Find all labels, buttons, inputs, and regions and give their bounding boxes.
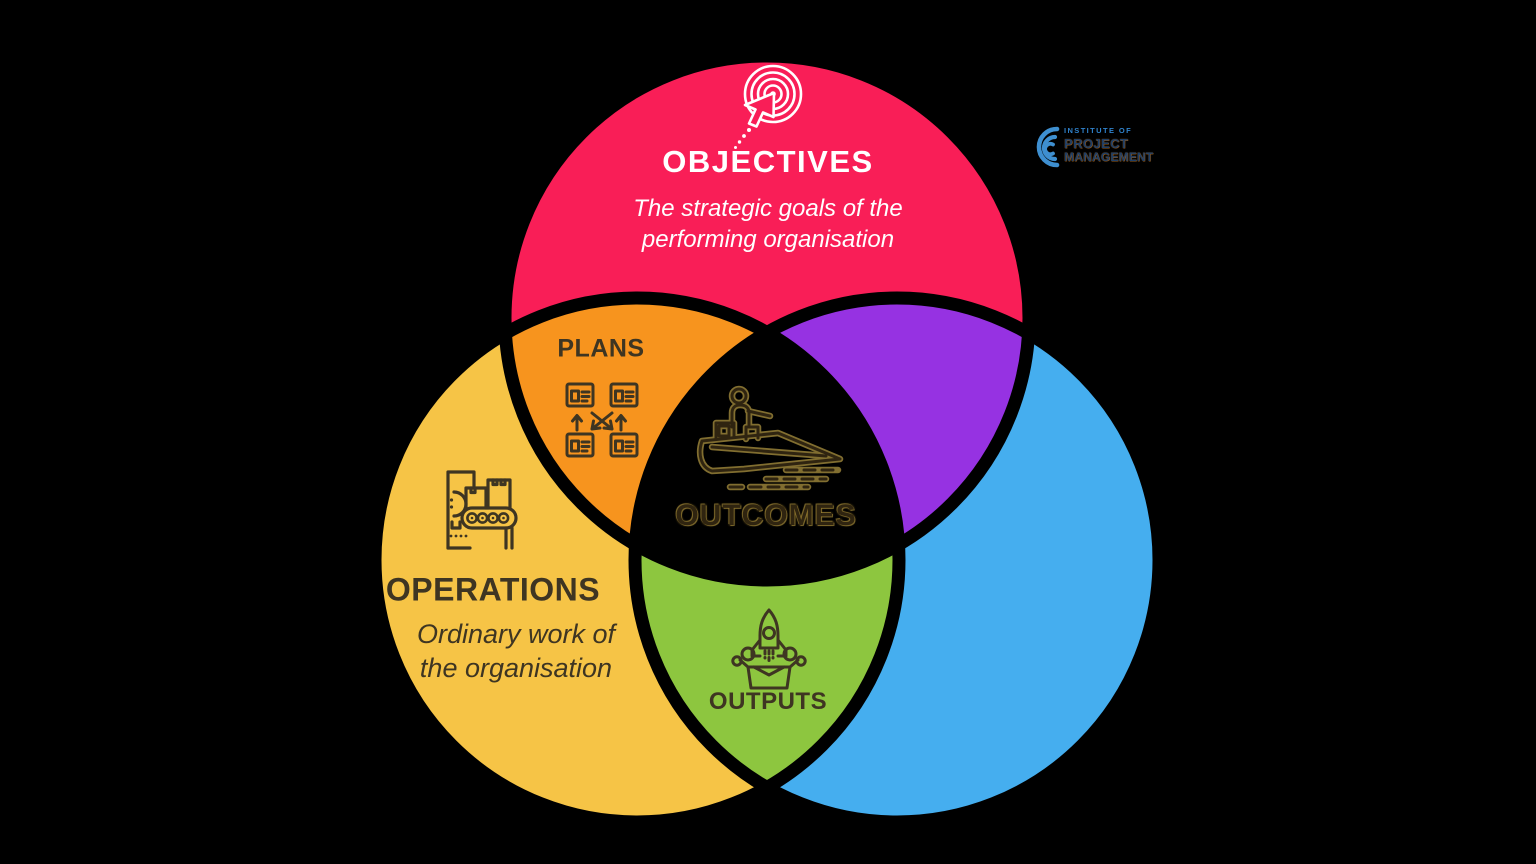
objectives-label: OBJECTIVES [662, 144, 874, 179]
rocket-launch-icon [731, 608, 807, 690]
operations-description-line2: the organisation [419, 653, 613, 683]
institute-logo: INSTITUTE OF PROJECT MANAGEMENT [1026, 123, 1153, 169]
logo-text: INSTITUTE OF PROJECT MANAGEMENT [1064, 123, 1153, 163]
outputs-label: OUTPUTS [708, 688, 828, 715]
logo-line1: INSTITUTE OF [1064, 126, 1133, 135]
speedboat-icon [696, 385, 844, 491]
plans-label: PLANS [557, 334, 645, 363]
objectives-description-line1: The strategic goals of the [633, 195, 903, 222]
documents-exchange-icon [565, 382, 639, 458]
conveyor-belt-icon [446, 470, 518, 550]
operations-label: OPERATIONS [385, 571, 601, 608]
objectives-description: The strategic goals of the performing or… [633, 193, 902, 255]
region-gap-strokes [368, 49, 1166, 829]
target-cursor-icon [734, 64, 803, 149]
operations-description-line1: Ordinary work of [416, 619, 616, 649]
objectives-description-line2: performing organisation [641, 226, 895, 253]
outcomes-label: OUTCOMES [675, 499, 857, 532]
logo-line2: PROJECT [1064, 135, 1129, 151]
operations-description: Ordinary work of the organisation [417, 617, 615, 685]
logo-line3: MANAGEMENT [1064, 149, 1154, 164]
spiral-shell-icon [1036, 126, 1060, 168]
